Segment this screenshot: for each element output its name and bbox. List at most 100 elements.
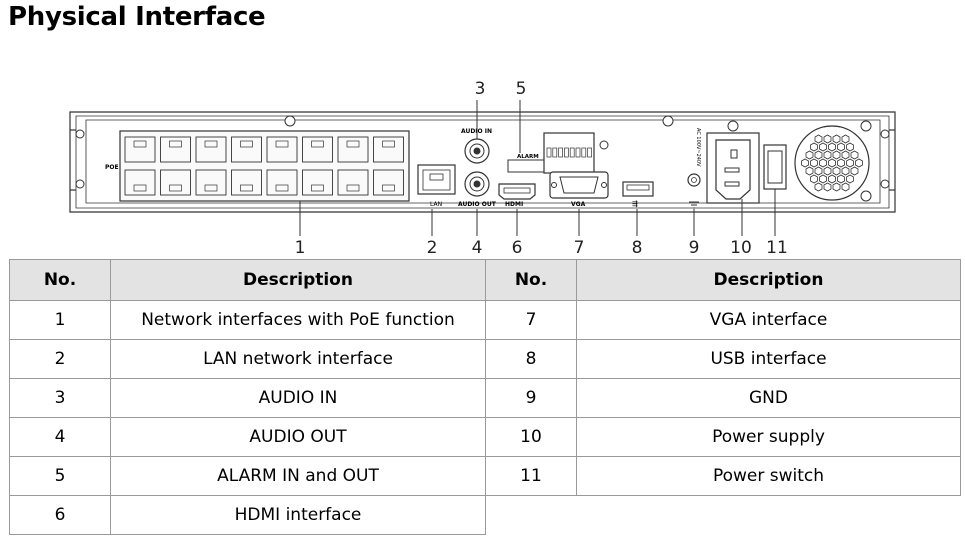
callout-numbers: 1 2 3 4 5 6 7 8 9 10 11	[295, 79, 788, 258]
fan-hole	[837, 174, 845, 184]
fan-hole	[832, 182, 841, 192]
fan-grille	[794, 125, 870, 201]
alarm-pin	[581, 147, 587, 158]
fan-hole	[810, 174, 818, 184]
alarm-pin	[546, 147, 552, 158]
callout-10: 10	[730, 238, 752, 258]
fan-hole	[846, 174, 854, 184]
row-no-left: 2	[9, 339, 111, 379]
fan-hole	[832, 166, 841, 176]
row-no-right: 7	[485, 300, 577, 340]
poe-port	[337, 169, 369, 196]
callout-9: 9	[689, 238, 700, 258]
fan-hole	[814, 134, 823, 144]
poe-ports	[119, 130, 410, 202]
fan-hole	[805, 150, 814, 160]
poe-port	[195, 169, 227, 196]
row-description-left: HDMI interface	[110, 495, 486, 535]
fan-hole	[841, 166, 850, 176]
row-description-left: Network interfaces with PoE function	[110, 300, 486, 340]
fan-hole	[823, 134, 832, 144]
poe-port	[160, 136, 191, 163]
empty-cell	[486, 496, 577, 535]
audio-out-label: AUDIO OUT	[458, 201, 497, 208]
header-description-left: Description	[110, 259, 486, 301]
usb-icon: ⇶	[632, 200, 638, 208]
table-row: 1 Network interfaces with PoE function 7…	[9, 300, 961, 340]
hdmi-label: HDMI	[505, 201, 523, 208]
fan-hole	[855, 158, 863, 168]
poe-port	[195, 136, 227, 163]
poe-port	[373, 169, 404, 196]
row-description-left: AUDIO IN	[110, 378, 486, 418]
fan-hole	[828, 158, 836, 168]
fan-hole	[846, 142, 854, 152]
poe-port	[266, 136, 298, 163]
alarm-pin	[558, 147, 563, 158]
poe-port-latch	[311, 184, 324, 192]
fan-hole	[837, 142, 845, 152]
fan-hole	[805, 166, 814, 176]
fan-hole	[846, 158, 854, 168]
alarm-pin	[552, 147, 558, 158]
poe-port	[302, 136, 333, 163]
table-row: 5 ALARM IN and OUT 11 Power switch	[9, 456, 961, 496]
alarm-terminal	[507, 132, 609, 174]
poe-port-latch	[169, 140, 182, 148]
poe-port-latch	[240, 184, 253, 192]
usb-port	[622, 181, 654, 197]
fan-hole	[814, 166, 823, 176]
vga-port	[549, 171, 609, 199]
row-description-left: AUDIO OUT	[110, 417, 486, 457]
fan-hole	[823, 166, 832, 176]
poe-port	[231, 169, 262, 196]
callout-8: 8	[632, 238, 643, 258]
alarm-label: ALARM	[517, 154, 539, 160]
rear-panel-diagram: POE LAN AUDIO IN AUDIO OUT ALARM HDMI VG…	[69, 79, 896, 258]
lan-label: LAN	[430, 201, 442, 208]
fan-hole	[841, 134, 850, 144]
callout-5: 5	[516, 79, 527, 99]
callout-6: 6	[512, 238, 523, 258]
row-description-right: GND	[576, 378, 961, 418]
poe-port-latch	[382, 184, 395, 192]
fan-hole	[832, 134, 841, 144]
fan-hole	[814, 182, 823, 192]
audio-out-jack	[464, 171, 490, 197]
poe-port-latch	[311, 140, 324, 148]
poe-port-latch	[204, 140, 218, 148]
callout-3: 3	[475, 79, 486, 99]
header-no-right: No.	[485, 259, 577, 301]
poe-port-latch	[346, 184, 360, 192]
poe-port-latch	[382, 140, 395, 148]
row-no-right: 9	[485, 378, 577, 418]
fan-hole	[801, 158, 809, 168]
table-row: 2 LAN network interface 8 USB interface	[9, 339, 961, 379]
fan-hole	[819, 174, 827, 184]
table-row: 4 AUDIO OUT 10 Power supply	[9, 417, 961, 457]
power-rating-label: AC 100V~240V	[695, 128, 701, 167]
poe-port	[266, 169, 298, 196]
lan-port	[417, 164, 456, 195]
poe-port-latch	[275, 140, 289, 148]
row-description-right: Power supply	[576, 417, 961, 457]
gnd-terminal	[687, 173, 701, 209]
table-header-row: No. Description No. Description	[9, 259, 961, 301]
empty-cell	[577, 496, 961, 535]
poe-port-latch	[204, 184, 218, 192]
alarm-pin	[569, 147, 575, 158]
fan-hole	[850, 166, 859, 176]
fan-hole	[841, 182, 850, 192]
poe-label: POE	[105, 164, 119, 171]
callout-2: 2	[427, 238, 438, 258]
fan-hole	[828, 174, 836, 184]
fan-hole	[810, 142, 818, 152]
fan-hole	[819, 142, 827, 152]
callout-lines	[299, 100, 776, 236]
header-no-left: No.	[9, 259, 111, 301]
fan-hole	[828, 142, 836, 152]
row-no-left: 6	[9, 495, 111, 535]
callout-11: 11	[766, 238, 788, 258]
poe-port-latch	[275, 184, 289, 192]
poe-port-latch	[133, 140, 147, 148]
